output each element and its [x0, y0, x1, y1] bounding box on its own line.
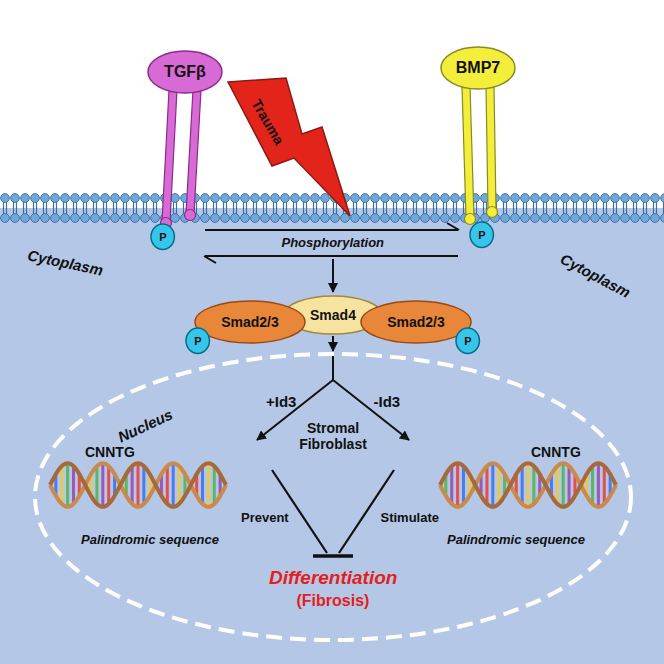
phosphate-circle: P [455, 327, 480, 355]
base-pair [213, 466, 216, 504]
base-pair [137, 463, 140, 507]
dna-helices [50, 463, 616, 507]
base-pair [497, 466, 500, 504]
base-pair [66, 463, 69, 507]
outcome-label: (Fibrosis) [297, 592, 370, 610]
base-pair [568, 466, 571, 504]
base-pair [131, 466, 134, 504]
node-text: P [159, 231, 166, 244]
base-pair [107, 466, 110, 504]
protein-ellipse: Smad2/3 [360, 300, 472, 344]
node-text: Smad2/3 [221, 314, 279, 330]
ellipse-shape [470, 222, 493, 248]
sequence-caption: Palindromic sequence [447, 533, 585, 548]
base-pair [521, 466, 524, 504]
flow-arrow [332, 259, 334, 292]
base-pair [527, 463, 530, 507]
base-pair [172, 463, 175, 507]
phosphate-circle: P [469, 221, 494, 249]
node-shape [222, 78, 352, 218]
base-pair [142, 466, 145, 504]
node-text: P [464, 335, 471, 348]
equilibrium-arrows [204, 223, 459, 263]
trauma-bolt: Trauma [222, 78, 352, 218]
node-text: BMP7 [456, 59, 500, 77]
ellipse-shape [186, 328, 209, 354]
flow-arrow [332, 336, 334, 351]
base-pair [491, 463, 494, 507]
lightning-bolt [228, 78, 350, 216]
sequence-label: CNNTG [531, 444, 581, 460]
nuclear-envelope [35, 354, 631, 640]
outcome-label: Differentiation [269, 567, 397, 589]
dna-helix [50, 463, 226, 507]
receptor-head: BMP7 [440, 46, 516, 90]
base-pair [95, 466, 98, 504]
cell-label: Stromal Fibroblast [290, 420, 376, 452]
dna-strand [50, 463, 226, 507]
base-pair [462, 466, 465, 504]
phosphate-circle: P [185, 327, 210, 355]
base-pair [101, 463, 104, 507]
base-pair [72, 466, 75, 504]
base-pair [603, 466, 606, 504]
bmp7-receptor-stalks [462, 86, 498, 225]
ellipse-shape [441, 47, 515, 89]
base-pair [591, 466, 594, 504]
branch-label: -Id3 [374, 393, 401, 410]
effect-label: Prevent [241, 511, 289, 526]
ellipse-shape [456, 328, 479, 354]
base-pair [562, 463, 565, 507]
dna-strand [50, 463, 226, 507]
base-pair [207, 463, 210, 507]
protein-ellipse: Smad2/3 [194, 300, 306, 344]
base-pair [485, 466, 488, 504]
dna-strand [440, 463, 616, 507]
inhibition-lines [272, 470, 394, 556]
cytoplasm-ground [0, 208, 664, 664]
base-pair [532, 466, 535, 504]
base-pair [556, 466, 559, 504]
sequence-label: CNNTG [85, 444, 135, 460]
dna-strand [440, 463, 616, 507]
sequence-caption: Palindromic sequence [81, 533, 219, 548]
ellipse-shape [148, 51, 222, 93]
node-text: Nucleus [115, 405, 175, 445]
base-pair [597, 463, 600, 507]
branch-label: +Id3 [266, 393, 296, 410]
base-pair [201, 466, 204, 504]
ellipse-shape [361, 301, 471, 343]
base-pair [60, 466, 63, 504]
process-label: Phosphorylation [282, 236, 385, 251]
node-text: TGFβ [164, 63, 206, 81]
tgfb-receptor-stalks [161, 90, 202, 229]
receptor-head: TGFβ [147, 50, 223, 94]
phosphate-circle: P [150, 223, 175, 251]
effect-label: Stimulate [381, 511, 440, 526]
node-text: Smad4 [310, 307, 356, 323]
node-text: P [478, 229, 485, 242]
base-pair [450, 466, 453, 504]
node-text: P [194, 335, 201, 348]
ellipse-shape [195, 301, 305, 343]
dna-helix [440, 463, 616, 507]
node-text: Smad2/3 [387, 314, 445, 330]
base-pair [456, 463, 459, 507]
ellipse-shape [151, 224, 174, 250]
base-pair [178, 466, 181, 504]
base-pair [166, 466, 169, 504]
